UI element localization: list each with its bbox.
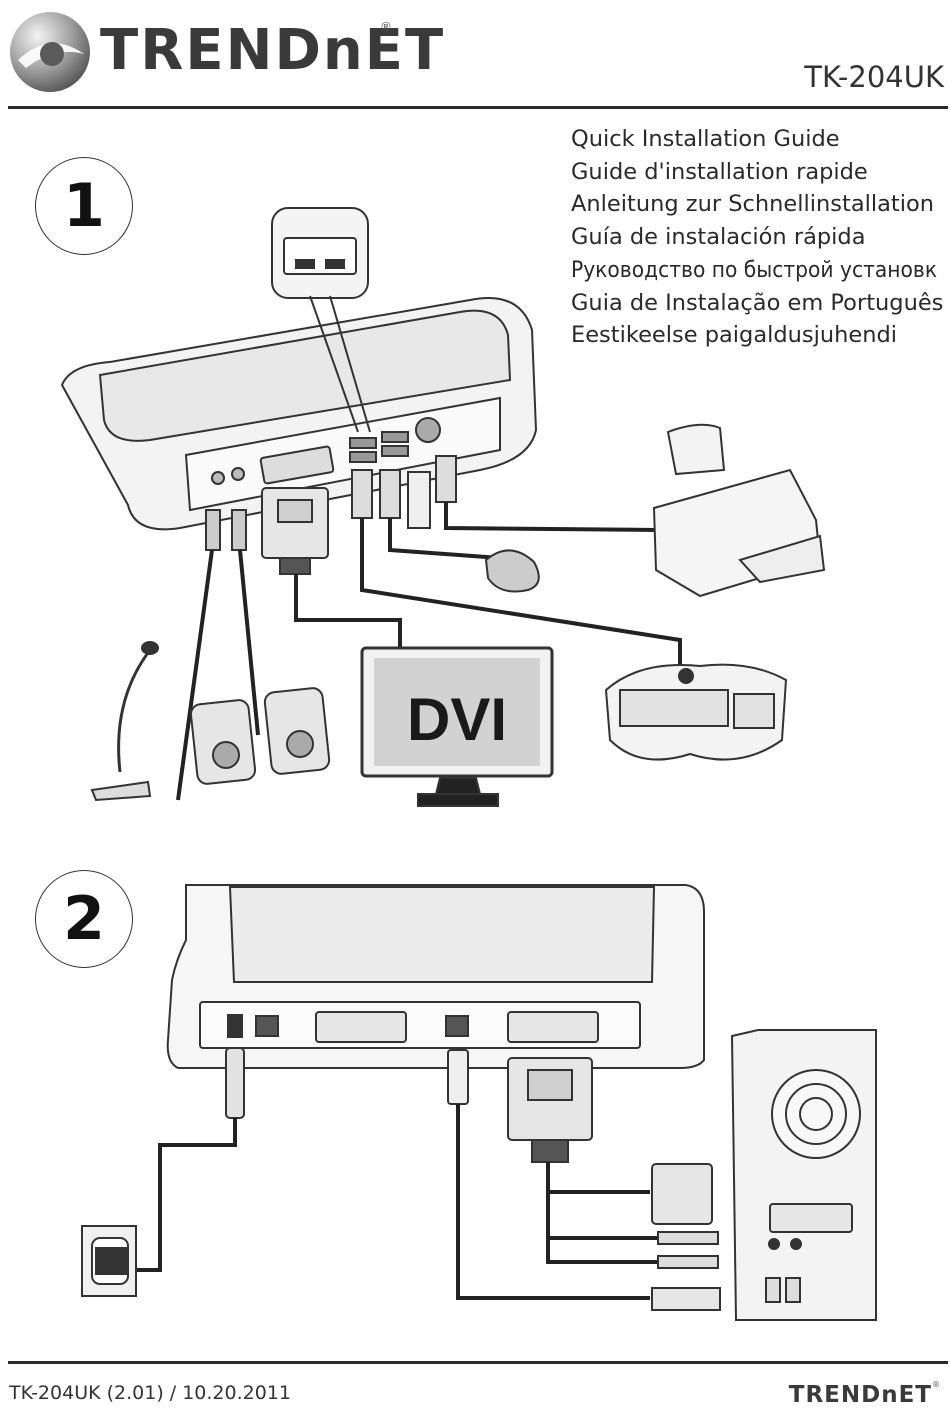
title-french: Guide d'installation rapide (571, 156, 943, 189)
model-number: TK-204UK (804, 60, 944, 94)
microphone (92, 642, 158, 800)
pc-tower (732, 1030, 876, 1320)
power-plug (226, 1048, 244, 1118)
printer (654, 425, 824, 596)
brand-logo-text: TRENDnET (100, 18, 445, 83)
step-1-diagram: DVI (0, 200, 950, 820)
keyboard (606, 665, 786, 760)
dvi-plug-step2 (508, 1058, 592, 1162)
footer-divider (8, 1361, 948, 1364)
kvm-switch-rear (168, 885, 704, 1068)
footer-registered-mark: ® (932, 1380, 940, 1389)
monitor-label: DVI (407, 686, 507, 753)
trendnet-logo-icon (8, 10, 92, 94)
dvi-connector (262, 488, 328, 574)
mouse (486, 550, 539, 591)
header: TRENDnET ® TK-204UK (0, 0, 950, 110)
document-version: TK-204UK (2.01) / 10.20.2011 (9, 1382, 291, 1404)
title-english: Quick Installation Guide (571, 123, 943, 156)
pc-connectors (652, 1164, 720, 1310)
usb-b-plug (448, 1050, 468, 1104)
step-2-diagram (0, 870, 950, 1330)
header-divider (8, 106, 948, 109)
registered-mark: ® (380, 20, 392, 34)
wall-outlet (82, 1226, 136, 1296)
speakers (190, 687, 330, 785)
footer-brand: TRENDnET (789, 1382, 932, 1408)
